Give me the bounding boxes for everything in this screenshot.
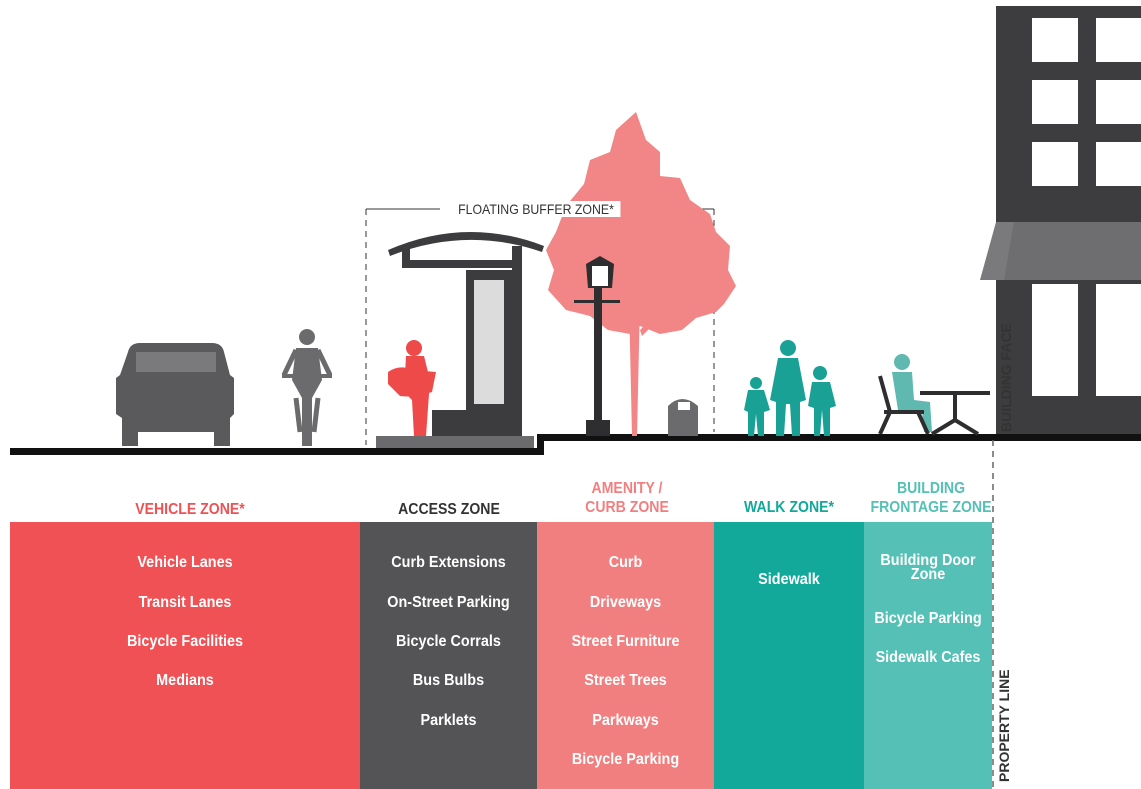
floating-buffer-label: FLOATING BUFFER ZONE*: [451, 201, 621, 217]
cafe-seating-icon: [878, 354, 990, 436]
zone-item: Transit Lanes: [138, 594, 232, 611]
person-reading-icon: [388, 340, 436, 436]
zone-item: Driveways: [589, 594, 662, 611]
zone-box-vehicle: Vehicle Lanes Transit Lanes Bicycle Faci…: [10, 522, 360, 789]
zone-box-walk: Sidewalk: [714, 522, 864, 789]
zone-item: Bicycle Parking: [874, 610, 982, 627]
zone-item: Curb Extensions: [391, 554, 506, 571]
trash-bin-icon: [668, 399, 698, 436]
zone-item: Bicycle Corrals: [396, 633, 501, 650]
family-walking-icon: [744, 340, 836, 436]
zone-item: Building Door Zone: [880, 552, 976, 583]
bus-shelter-icon: [376, 231, 544, 448]
zone-box-frontage: Building Door Zone Bicycle Parking Sidew…: [864, 522, 992, 789]
zone-item: Medians: [156, 672, 214, 689]
zone-item: Bicycle Parking: [571, 751, 680, 768]
zone-box-access: Curb Extensions On-Street Parking Bicycl…: [360, 522, 537, 789]
zone-heading-vehicle: VEHICLE ZONE*: [135, 501, 245, 518]
zone-item: Curb: [608, 554, 643, 571]
zone-item: Sidewalk Cafes: [875, 649, 981, 666]
zone-item: Street Trees: [584, 672, 667, 689]
street-lamp-icon: [574, 256, 620, 436]
ground-line: [10, 434, 1141, 455]
zone-heading-frontage: BUILDING FRONTAGE ZONE: [870, 480, 992, 516]
zone-item: Sidewalk: [758, 571, 820, 588]
zone-item: Bicycle Facilities: [126, 633, 244, 650]
building-icon: [980, 6, 1141, 434]
zone-box-amenity: Curb Driveways Street Furniture Street T…: [537, 522, 714, 789]
zone-item: Vehicle Lanes: [137, 554, 233, 571]
zone-item: Street Furniture: [571, 633, 680, 650]
building-face-label: BUILDING FACE: [998, 323, 1014, 432]
cyclist-icon: [281, 329, 333, 446]
zone-item: On-Street Parking: [387, 594, 510, 611]
zone-item: Parkways: [592, 712, 659, 729]
zone-heading-amenity: AMENITY / CURB ZONE: [585, 480, 669, 516]
zone-heading-access: ACCESS ZONE: [398, 501, 500, 518]
car-icon: [116, 343, 234, 446]
zone-item: Bus Bulbs: [412, 672, 485, 689]
zone-heading-walk: WALK ZONE*: [744, 499, 834, 516]
property-line-label: PROPERTY LINE: [996, 669, 1012, 782]
zone-item: Parklets: [420, 712, 477, 729]
street-tree-icon: [546, 112, 736, 436]
